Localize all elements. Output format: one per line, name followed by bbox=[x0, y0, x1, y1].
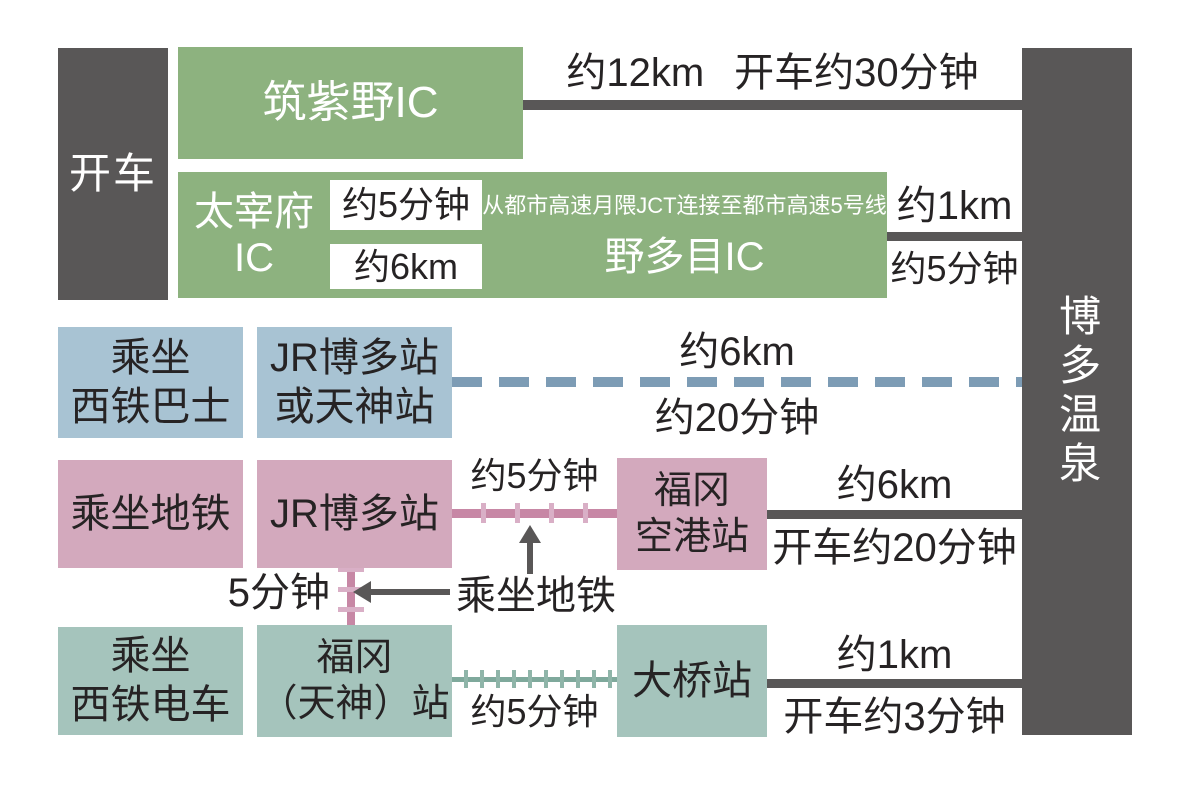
chikushino-ic-label: 筑紫野IC bbox=[262, 78, 439, 128]
subway-drive-connector-line bbox=[767, 510, 1022, 519]
route1-time: 开车约30分钟 bbox=[734, 51, 979, 95]
tram-drive-connector-line bbox=[767, 679, 1022, 688]
route2-leg1-time-box: 约5分钟 bbox=[330, 180, 482, 230]
bus-distance-label: 约6km bbox=[679, 330, 795, 374]
subway-mode-box: 乘坐地铁 bbox=[58, 460, 243, 568]
chikushino-ic-box: 筑紫野IC bbox=[178, 47, 523, 159]
dazaifu-ic-box: 太宰府 IC bbox=[194, 190, 314, 280]
left-arrow-icon bbox=[370, 589, 450, 595]
route1-info-label: 约12km 开车约30分钟 bbox=[523, 50, 1022, 96]
tram-start-station-box: 福冈 （天神）站 bbox=[257, 625, 452, 737]
up-arrow-icon bbox=[527, 543, 533, 574]
subway-drive-distance-label: 约6km bbox=[836, 463, 953, 507]
route1-connector-line bbox=[523, 100, 1022, 110]
bus-station-box: JR博多站 或天神站 bbox=[257, 327, 452, 438]
subway-drive-time-label: 开车约20分钟 bbox=[772, 526, 1017, 570]
tram-mode-box: 乘坐 西铁电车 bbox=[58, 627, 243, 735]
destination-label: 博多温泉 bbox=[1053, 293, 1101, 490]
ohashi-station-box: 大桥站 bbox=[617, 625, 767, 737]
route1-distance: 约12km bbox=[566, 51, 705, 95]
route2-leg2-distance-label: 约1km bbox=[896, 184, 1013, 228]
left-arrow-head-icon bbox=[353, 581, 371, 603]
subway-ride-time-label: 约5分钟 bbox=[470, 455, 599, 497]
subway-start-station-box: JR博多站 bbox=[257, 460, 452, 568]
nodame-ic-note: 从都市高速月隈JCT连接至都市高速5号线 bbox=[482, 193, 887, 218]
bus-mode-box: 乘坐 西铁巴士 bbox=[58, 327, 243, 438]
up-arrow-head-icon bbox=[519, 525, 541, 543]
drive-mode-label: 开车 bbox=[68, 150, 157, 198]
transfer-time-label: 5分钟 bbox=[227, 571, 330, 615]
drive-mode-column: 开车 bbox=[58, 48, 168, 300]
route2-leg2-time-label: 约5分钟 bbox=[890, 248, 1019, 290]
route2-band: 太宰府 IC 约5分钟 约6km 从都市高速月隈JCT连接至都市高速5号线 野多… bbox=[178, 172, 887, 298]
tram-drive-time-label: 开车约3分钟 bbox=[783, 695, 1006, 739]
destination-column: 博多温泉 bbox=[1022, 48, 1132, 735]
route2-leg1-distance-box: 约6km bbox=[330, 244, 482, 289]
bus-time-label: 约20分钟 bbox=[654, 396, 820, 440]
bus-dashed-route-line bbox=[452, 377, 1022, 387]
nodame-ic-box: 从都市高速月隈JCT连接至都市高速5号线 野多目IC bbox=[482, 172, 887, 298]
subway-rail-line bbox=[452, 503, 617, 523]
tram-ride-time-label: 约5分钟 bbox=[470, 691, 599, 733]
route2-connector-line bbox=[887, 232, 1022, 241]
tram-drive-distance-label: 约1km bbox=[836, 633, 953, 677]
fukuoka-airport-station-box: 福冈 空港站 bbox=[617, 458, 767, 570]
nodame-ic-label: 野多目IC bbox=[604, 235, 765, 279]
transfer-note-label: 乘坐地铁 bbox=[456, 574, 616, 618]
tram-rail-line bbox=[452, 670, 617, 688]
